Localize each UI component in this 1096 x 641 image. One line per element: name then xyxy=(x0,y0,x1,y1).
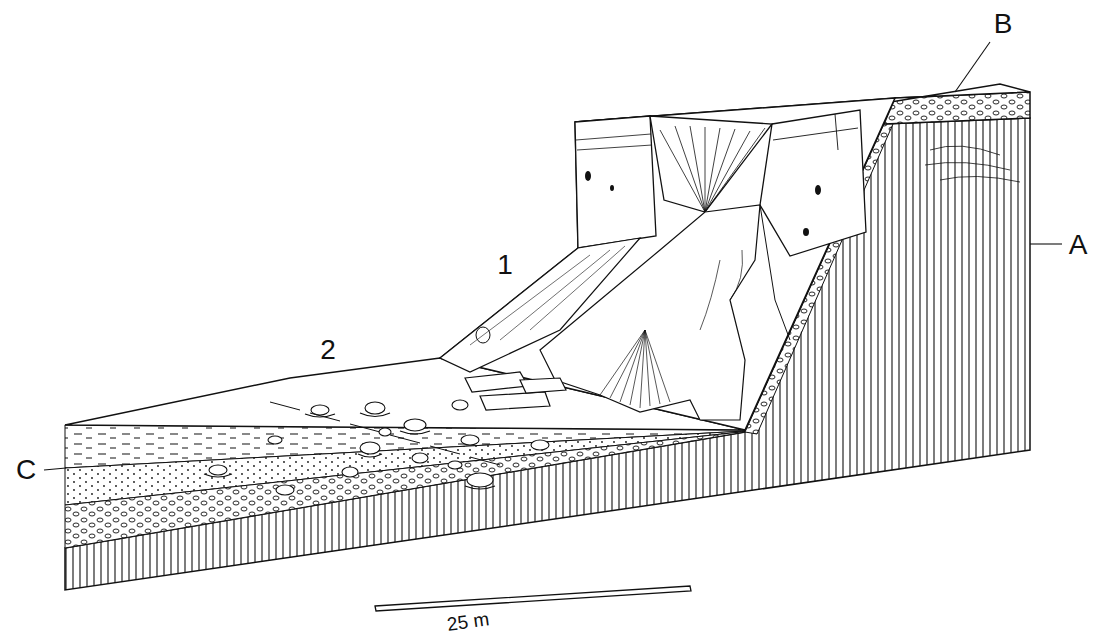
boulders xyxy=(404,419,426,431)
boulders xyxy=(448,461,462,469)
sediment-layers xyxy=(65,432,745,549)
fallen-blocks xyxy=(480,392,550,410)
bedrock xyxy=(925,146,1020,182)
boulders xyxy=(452,400,468,410)
boulders xyxy=(461,435,479,445)
cliff-wall xyxy=(773,114,858,150)
boulders xyxy=(342,467,358,477)
escarpment xyxy=(440,98,895,430)
debris-lobe xyxy=(600,330,670,408)
part-letter: C xyxy=(13,455,39,486)
boulders xyxy=(209,465,227,475)
callout-number: 1 xyxy=(494,250,516,281)
debris-lobe xyxy=(760,205,790,340)
escarpment xyxy=(440,98,895,430)
cliff-wall xyxy=(576,134,652,150)
callout-number: 2 xyxy=(317,335,339,366)
cliff-wall xyxy=(575,116,656,248)
leader-lines xyxy=(955,42,990,92)
boulders xyxy=(276,485,294,495)
fallen-blocks xyxy=(465,372,566,410)
boulders xyxy=(467,473,493,487)
cliff-wall xyxy=(585,171,591,181)
cliff-wall xyxy=(760,110,866,256)
boulders xyxy=(379,428,391,436)
cliff-wall xyxy=(803,228,809,236)
gully xyxy=(650,116,772,212)
cliff-wall xyxy=(610,185,614,191)
bedrock xyxy=(65,118,1030,590)
fallen-blocks xyxy=(465,372,528,392)
leader-lines xyxy=(44,42,1062,470)
part-letter: B xyxy=(991,9,1016,40)
leader-lines xyxy=(44,468,66,470)
boulders xyxy=(531,440,549,450)
fallen-blocks xyxy=(520,378,566,393)
boulders xyxy=(311,405,329,415)
boulders xyxy=(365,402,385,414)
bedrock xyxy=(65,118,1030,590)
boulders xyxy=(268,436,282,444)
boulders xyxy=(360,442,380,454)
gully xyxy=(660,126,765,212)
cliff-wall xyxy=(815,185,821,195)
boulders xyxy=(204,400,549,495)
debris-lobe xyxy=(540,205,790,420)
scale-bar xyxy=(375,586,691,611)
boulders xyxy=(204,413,495,489)
plain-surface xyxy=(270,402,500,465)
part-letter: A xyxy=(1066,230,1091,261)
gully xyxy=(650,116,772,212)
debris-lobe xyxy=(700,250,743,330)
scale-label: 25 m xyxy=(443,608,494,635)
debris-lobe xyxy=(540,205,760,420)
boulders xyxy=(412,453,428,463)
scale-bar xyxy=(375,586,691,611)
leader-lines xyxy=(1030,243,1062,244)
talus-slope xyxy=(476,327,490,343)
